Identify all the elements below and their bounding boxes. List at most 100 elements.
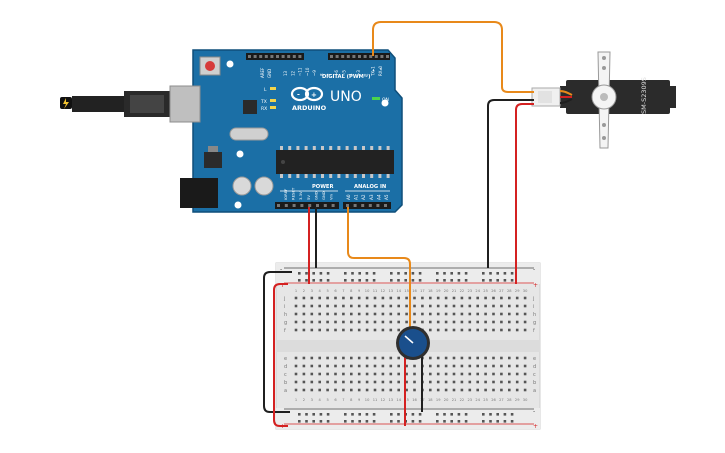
breadboard-hole[interactable] bbox=[492, 380, 495, 384]
breadboard-hole[interactable] bbox=[310, 312, 314, 316]
breadboard-rail-hole[interactable] bbox=[397, 272, 400, 275]
breadboard-hole[interactable] bbox=[452, 364, 456, 368]
breadboard-hole[interactable] bbox=[373, 320, 377, 324]
breadboard-hole[interactable] bbox=[468, 328, 472, 332]
breadboard-hole[interactable] bbox=[302, 312, 306, 316]
breadboard-hole[interactable] bbox=[405, 380, 408, 384]
breadboard-hole[interactable] bbox=[444, 296, 448, 300]
breadboard-hole[interactable] bbox=[413, 296, 416, 300]
header-pin[interactable] bbox=[376, 204, 380, 207]
breadboard-rail-hole[interactable] bbox=[503, 420, 507, 423]
header-pin[interactable] bbox=[270, 55, 274, 58]
breadboard-hole[interactable] bbox=[405, 304, 408, 308]
breadboard-hole[interactable] bbox=[444, 388, 448, 392]
breadboard-hole[interactable] bbox=[405, 312, 408, 316]
breadboard-hole[interactable] bbox=[350, 364, 353, 368]
header-pin[interactable] bbox=[292, 204, 296, 207]
breadboard-rail-hole[interactable] bbox=[372, 279, 376, 282]
breadboard-hole[interactable] bbox=[326, 328, 329, 332]
breadboard-hole[interactable] bbox=[508, 304, 511, 308]
wire-rail-power-bridge[interactable] bbox=[273, 283, 288, 427]
breadboard-hole[interactable] bbox=[413, 304, 416, 308]
header-pin[interactable] bbox=[353, 204, 357, 207]
breadboard-hole[interactable] bbox=[389, 320, 393, 324]
breadboard-hole[interactable] bbox=[460, 304, 464, 308]
breadboard-hole[interactable] bbox=[492, 388, 495, 392]
breadboard-hole[interactable] bbox=[318, 312, 321, 316]
breadboard-rail-hole[interactable] bbox=[351, 279, 354, 282]
breadboard-hole[interactable] bbox=[294, 372, 298, 376]
breadboard-rail-hole[interactable] bbox=[489, 272, 492, 275]
breadboard-hole[interactable] bbox=[468, 388, 472, 392]
breadboard-hole[interactable] bbox=[460, 312, 464, 316]
breadboard-rail-hole[interactable] bbox=[418, 279, 422, 282]
breadboard-rail-hole[interactable] bbox=[365, 272, 369, 275]
breadboard-hole[interactable] bbox=[484, 320, 487, 324]
breadboard-hole[interactable] bbox=[468, 304, 472, 308]
breadboard-hole[interactable] bbox=[373, 328, 377, 332]
breadboard-rail-hole[interactable] bbox=[312, 420, 315, 423]
breadboard-hole[interactable] bbox=[357, 388, 361, 392]
breadboard-hole[interactable] bbox=[326, 312, 329, 316]
breadboard-hole[interactable] bbox=[365, 380, 369, 384]
breadboard-hole[interactable] bbox=[405, 320, 408, 324]
breadboard-hole[interactable] bbox=[500, 320, 503, 324]
breadboard-hole[interactable] bbox=[476, 388, 479, 392]
breadboard-rail-hole[interactable] bbox=[397, 279, 400, 282]
header-pin[interactable] bbox=[253, 55, 257, 58]
breadboard-hole[interactable] bbox=[405, 296, 408, 300]
breadboard-rail-hole[interactable] bbox=[457, 279, 461, 282]
breadboard-hole[interactable] bbox=[326, 388, 329, 392]
breadboard-hole[interactable] bbox=[294, 356, 298, 360]
breadboard-hole[interactable] bbox=[350, 356, 353, 360]
breadboard-hole[interactable] bbox=[357, 372, 361, 376]
breadboard-hole[interactable] bbox=[334, 296, 337, 300]
breadboard-hole[interactable] bbox=[373, 388, 377, 392]
breadboard-hole[interactable] bbox=[508, 320, 511, 324]
breadboard-hole[interactable] bbox=[523, 372, 527, 376]
breadboard-hole[interactable] bbox=[436, 312, 440, 316]
breadboard-rail-hole[interactable] bbox=[496, 279, 499, 282]
breadboard-hole[interactable] bbox=[452, 328, 456, 332]
breadboard-hole[interactable] bbox=[334, 372, 337, 376]
header-pin[interactable] bbox=[323, 204, 327, 207]
breadboard-hole[interactable] bbox=[468, 364, 472, 368]
header-pin[interactable] bbox=[374, 55, 378, 58]
breadboard-rail-hole[interactable] bbox=[298, 413, 301, 416]
breadboard-rail-hole[interactable] bbox=[496, 420, 499, 423]
breadboard-hole[interactable] bbox=[468, 372, 472, 376]
breadboard-hole[interactable] bbox=[318, 356, 321, 360]
breadboard-hole[interactable] bbox=[436, 328, 440, 332]
breadboard-hole[interactable] bbox=[429, 296, 432, 300]
breadboard-hole[interactable] bbox=[342, 328, 345, 332]
breadboard-rail-hole[interactable] bbox=[351, 420, 354, 423]
breadboard-rail-hole[interactable] bbox=[319, 420, 323, 423]
breadboard-hole[interactable] bbox=[318, 372, 321, 376]
breadboard-hole[interactable] bbox=[389, 372, 393, 376]
breadboard-hole[interactable] bbox=[429, 320, 432, 324]
breadboard-hole[interactable] bbox=[515, 380, 519, 384]
breadboard-rail-hole[interactable] bbox=[489, 279, 492, 282]
breadboard-hole[interactable] bbox=[436, 372, 440, 376]
breadboard-rail-hole[interactable] bbox=[344, 413, 347, 416]
breadboard-hole[interactable] bbox=[342, 304, 345, 308]
breadboard-hole[interactable] bbox=[350, 320, 353, 324]
breadboard-rail-hole[interactable] bbox=[489, 420, 492, 423]
breadboard-hole[interactable] bbox=[310, 304, 314, 308]
breadboard-rail-hole[interactable] bbox=[305, 413, 308, 416]
breadboard-rail-hole[interactable] bbox=[482, 272, 485, 275]
breadboard-hole[interactable] bbox=[318, 296, 321, 300]
breadboard-hole[interactable] bbox=[405, 388, 408, 392]
breadboard-rail-hole[interactable] bbox=[489, 413, 492, 416]
digital-header[interactable] bbox=[246, 53, 390, 60]
breadboard-rail-hole[interactable] bbox=[510, 279, 514, 282]
breadboard-rail-hole[interactable] bbox=[351, 413, 354, 416]
header-pin[interactable] bbox=[352, 55, 356, 58]
breadboard-hole[interactable] bbox=[429, 328, 432, 332]
breadboard-hole[interactable] bbox=[357, 364, 361, 368]
breadboard-hole[interactable] bbox=[452, 312, 456, 316]
breadboard-hole[interactable] bbox=[373, 364, 377, 368]
header-pin[interactable] bbox=[316, 204, 319, 207]
breadboard-rail-hole[interactable] bbox=[443, 272, 446, 275]
breadboard-hole[interactable] bbox=[476, 296, 479, 300]
